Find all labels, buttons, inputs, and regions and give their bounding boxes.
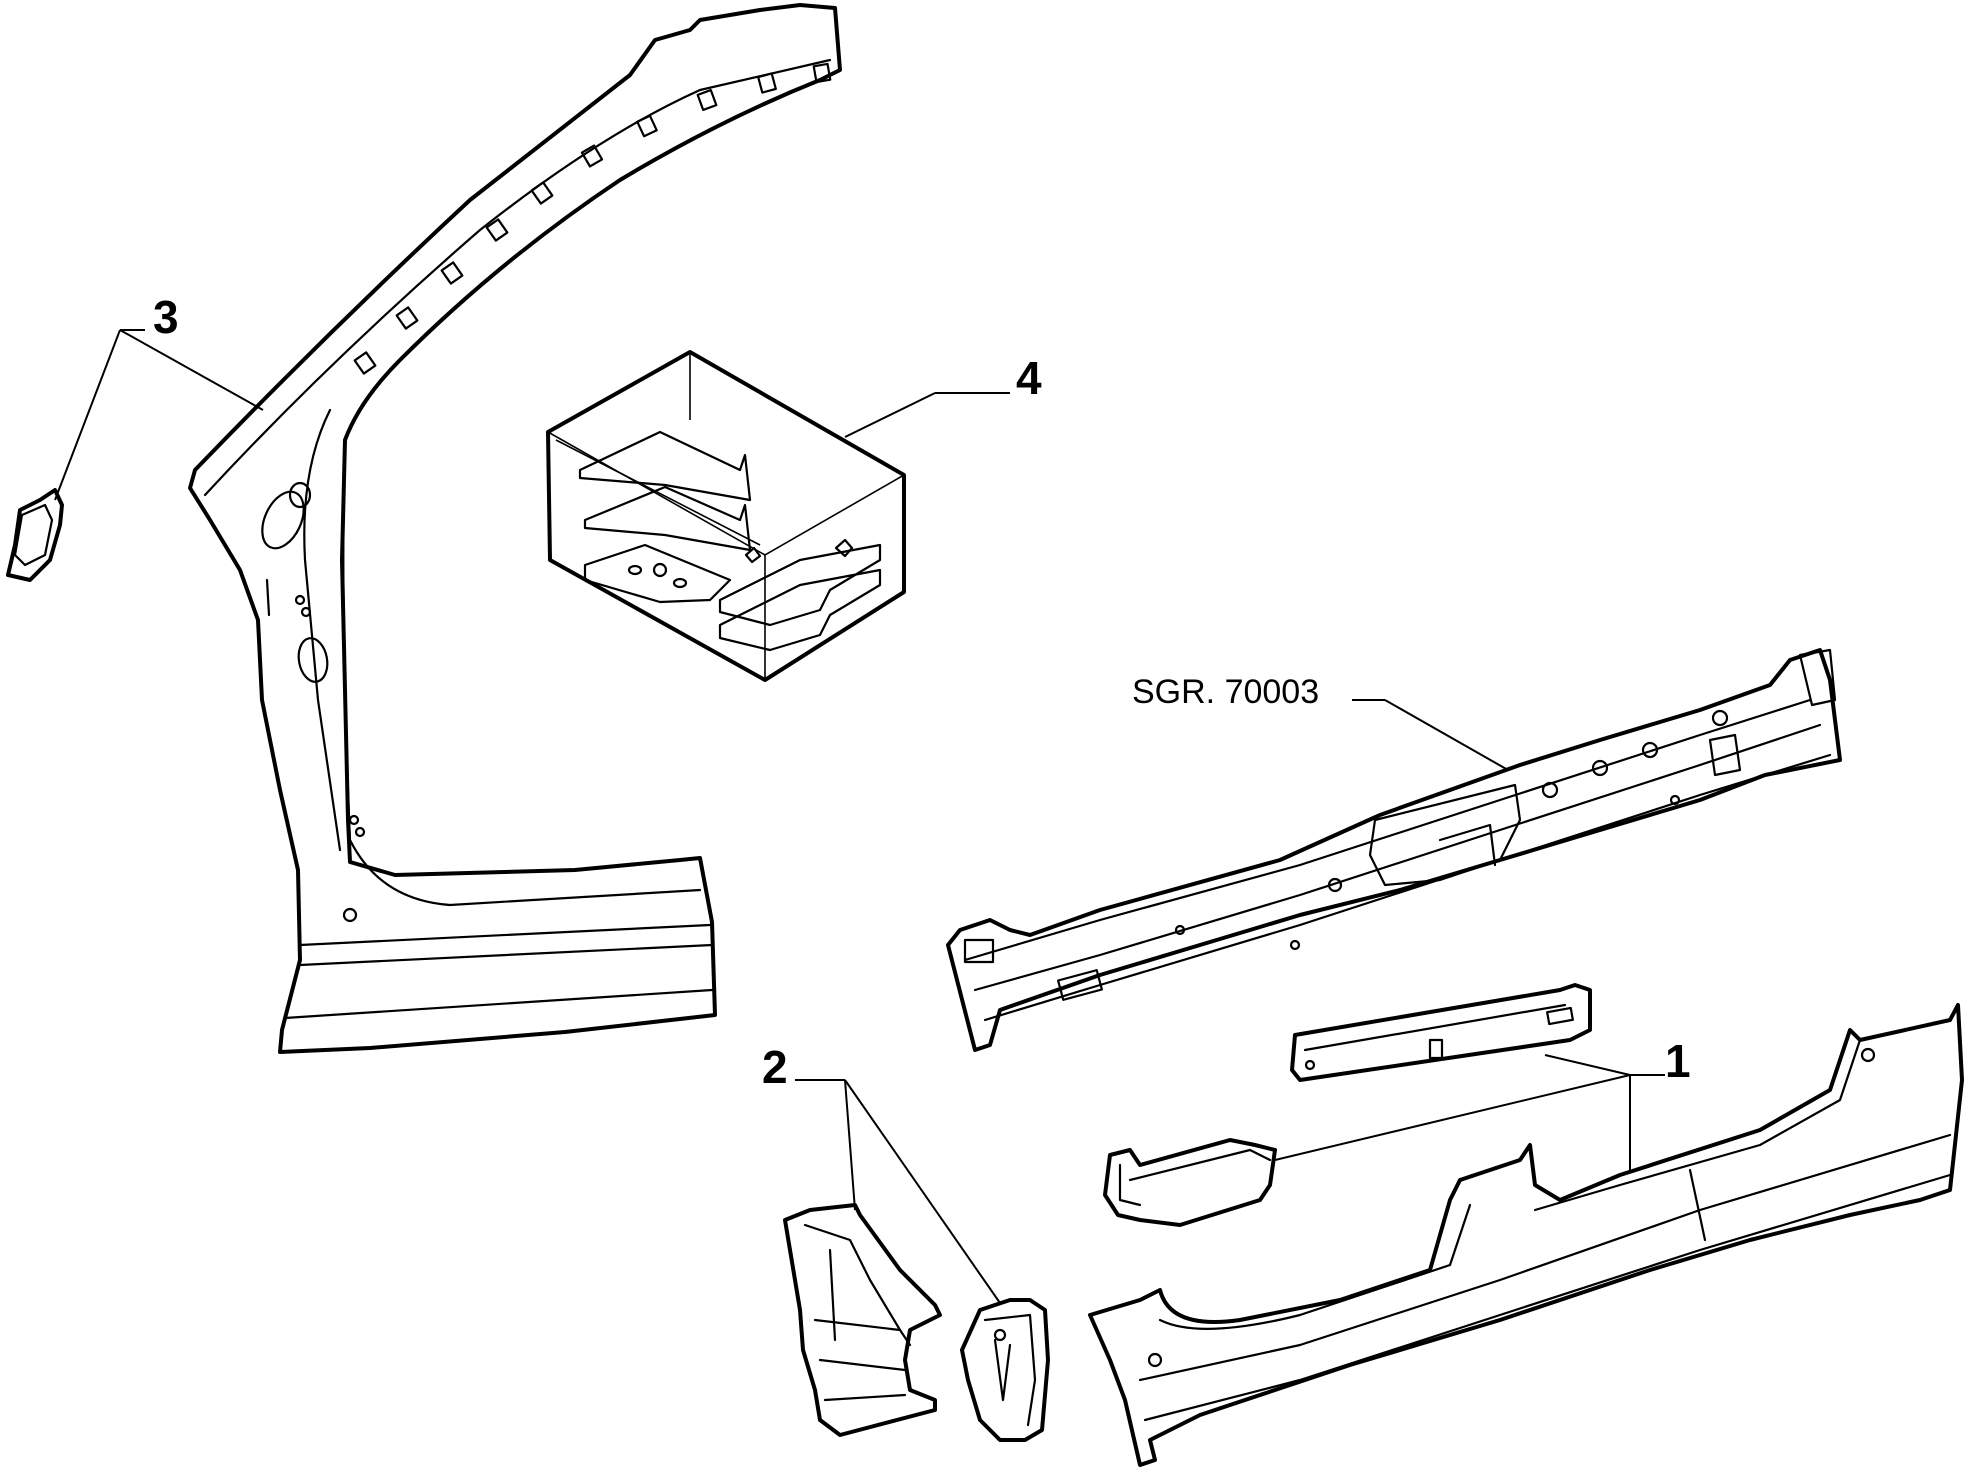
callout-1: 1: [1665, 1035, 1691, 1087]
callout-2: 2: [762, 1041, 788, 1093]
sgr-reference-label: SGR. 70003: [1132, 673, 1319, 711]
pillar-tabs: [353, 62, 832, 375]
callout-4: 4: [1016, 352, 1042, 404]
a-pillar-part[interactable]: [188, 3, 842, 1054]
outer-sill-part[interactable]: [1088, 1003, 1964, 1467]
leader-lines: [54, 329, 1665, 1304]
sill-bracket-part[interactable]: [1103, 1138, 1277, 1227]
clip-part-3[interactable]: [6, 488, 64, 582]
callout-3: 3: [153, 291, 179, 343]
bracket-part-2[interactable]: [960, 1298, 1050, 1442]
pillar-base-part[interactable]: [783, 1203, 942, 1437]
sill-reinforcement-part[interactable]: [1290, 983, 1592, 1082]
kit-box-part[interactable]: [546, 350, 906, 682]
inner-sill-part[interactable]: [946, 648, 1842, 1052]
